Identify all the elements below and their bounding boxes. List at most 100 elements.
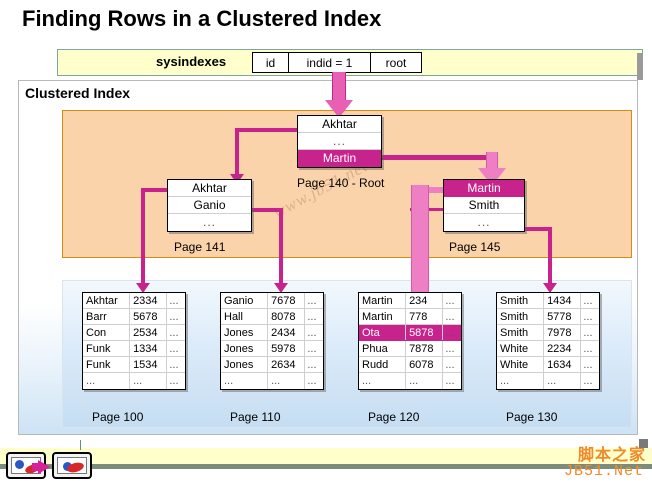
leaf-value: 7678 bbox=[268, 293, 306, 308]
leaf-value: 5878 bbox=[406, 325, 444, 340]
leaf-table-page-130[interactable]: Smith 1434 ... Smith 5778 ... Smith 7978… bbox=[496, 292, 600, 390]
connector-145-smith-v bbox=[548, 227, 552, 286]
leaf-key: Jones bbox=[221, 341, 269, 356]
table-row: White 1634 ... bbox=[497, 357, 599, 373]
leaf-more: ... bbox=[583, 359, 593, 371]
leaf-value: 1634 bbox=[544, 357, 582, 372]
table-row: Martin 234 ... bbox=[359, 293, 461, 309]
leaf-key: White bbox=[497, 357, 545, 372]
leaf-value: 5678 bbox=[130, 309, 168, 324]
node-row-highlighted: Martin bbox=[298, 150, 381, 167]
table-row: Phua 7878 ... bbox=[359, 341, 461, 357]
leaf-more: ... bbox=[583, 327, 593, 339]
next-slide-icon[interactable] bbox=[52, 452, 92, 479]
slide-nav-icons[interactable] bbox=[4, 452, 94, 482]
table-row: Jones 2634 ... bbox=[221, 357, 323, 373]
index-node-page-145[interactable]: Martin Smith ... bbox=[443, 179, 525, 232]
leaf-value: 7878 bbox=[406, 341, 444, 356]
table-row: ... ... ... bbox=[497, 373, 599, 389]
bottom-gray-line bbox=[0, 464, 652, 469]
bottom-white-edge bbox=[0, 469, 652, 488]
connector-145-left-stub bbox=[410, 208, 448, 211]
leaf-more: ... bbox=[445, 327, 455, 339]
leaf-more: ... bbox=[307, 327, 317, 339]
node-row-highlighted: Martin bbox=[444, 180, 524, 197]
leaf-table-page-100[interactable]: Akhtar 2334 ... Barr 5678 ... Con 2534 .… bbox=[82, 292, 186, 390]
corner-square bbox=[639, 439, 648, 448]
page-label-100: Page 100 bbox=[92, 410, 144, 424]
leaf-key: ... bbox=[83, 373, 131, 389]
arrow-to-page-110 bbox=[274, 283, 288, 293]
leaf-table-page-120[interactable]: Martin 234 ... Martin 778 ... Ota 5878 .… bbox=[358, 292, 462, 390]
leaf-key: Smith bbox=[497, 309, 545, 324]
leaf-key: Con bbox=[83, 325, 131, 340]
sysindexes-label: sysindexes bbox=[156, 54, 227, 69]
leaf-value: ... bbox=[406, 373, 444, 389]
transition-arrow-tail bbox=[32, 463, 40, 471]
leaf-key: Phua bbox=[359, 341, 407, 356]
leaf-value: 6078 bbox=[406, 357, 444, 372]
table-row: Jones 5978 ... bbox=[221, 341, 323, 357]
leaf-key: Ota bbox=[359, 325, 407, 340]
index-node-page-141[interactable]: Akhtar Ganio ... bbox=[167, 179, 252, 232]
leaf-table-page-110[interactable]: Ganio 7678 ... Hall 8078 ... Jones 2434 … bbox=[220, 292, 324, 390]
leaf-value: 5978 bbox=[268, 341, 306, 356]
leaf-more: ... bbox=[445, 375, 455, 387]
node-row: ... bbox=[444, 214, 524, 231]
leaf-value: 2334 bbox=[130, 293, 168, 308]
sysindexes-row: id indid = 1 root bbox=[252, 52, 422, 73]
leaf-key: Smith bbox=[497, 325, 545, 340]
leaf-key: Martin bbox=[359, 293, 407, 308]
node-row: Akhtar bbox=[298, 116, 381, 133]
leaf-value: 7978 bbox=[544, 325, 582, 340]
leaf-value: 1334 bbox=[130, 341, 168, 356]
arrow-sysindexes-to-root bbox=[324, 72, 354, 118]
leaf-value: 5778 bbox=[544, 309, 582, 324]
page-label-110: Page 110 bbox=[230, 410, 281, 424]
table-row: Smith 1434 ... bbox=[497, 293, 599, 309]
leaf-more: ... bbox=[583, 375, 593, 387]
leaf-more: ... bbox=[169, 343, 179, 355]
sysindexes-cell-indid: indid = 1 bbox=[289, 53, 371, 72]
table-row: Akhtar 2334 ... bbox=[83, 293, 185, 309]
thumbnail-screen bbox=[57, 457, 87, 474]
leaf-key: Funk bbox=[83, 357, 131, 372]
node-row: Ganio bbox=[168, 197, 251, 214]
transition-arrow-icon bbox=[38, 460, 50, 474]
leaf-more: ... bbox=[445, 295, 455, 307]
leaf-key: Rudd bbox=[359, 357, 407, 372]
table-row-highlighted: Ota 5878 ... bbox=[359, 325, 461, 341]
leaf-more: ... bbox=[169, 375, 179, 387]
leaf-value: ... bbox=[544, 373, 582, 389]
connector-141-ganio-v bbox=[279, 208, 283, 286]
table-row: Con 2534 ... bbox=[83, 325, 185, 341]
connector-root-martin-h bbox=[380, 155, 495, 160]
leaf-key: Martin bbox=[359, 309, 407, 324]
page-label-145: Page 145 bbox=[449, 240, 501, 254]
leaf-more: ... bbox=[169, 327, 179, 339]
leaf-value: 2634 bbox=[268, 357, 306, 372]
table-row: Smith 5778 ... bbox=[497, 309, 599, 325]
leaf-key: Funk bbox=[83, 341, 131, 356]
table-row: ... ... ... bbox=[359, 373, 461, 389]
table-row: Rudd 6078 ... bbox=[359, 357, 461, 373]
leaf-more: ... bbox=[169, 311, 179, 323]
table-row: Smith 7978 ... bbox=[497, 325, 599, 341]
connector-145-smith-h bbox=[519, 227, 552, 231]
index-node-root[interactable]: Akhtar ... Martin bbox=[297, 115, 382, 168]
page-title: Finding Rows in a Clustered Index bbox=[22, 6, 382, 31]
leaf-value: 778 bbox=[406, 309, 444, 324]
table-row: Ganio 7678 ... bbox=[221, 293, 323, 309]
leaf-more: ... bbox=[583, 311, 593, 323]
leaf-value: 2534 bbox=[130, 325, 168, 340]
leaf-value: 1534 bbox=[130, 357, 168, 372]
table-row: ... ... ... bbox=[221, 373, 323, 389]
table-row: Jones 2434 ... bbox=[221, 325, 323, 341]
leaf-key: Jones bbox=[221, 357, 269, 372]
connector-141-ganio-h bbox=[251, 208, 283, 212]
table-row: Funk 1334 ... bbox=[83, 341, 185, 357]
leaf-more: ... bbox=[445, 311, 455, 323]
leaf-value: ... bbox=[268, 373, 306, 389]
node-row: Smith bbox=[444, 197, 524, 214]
